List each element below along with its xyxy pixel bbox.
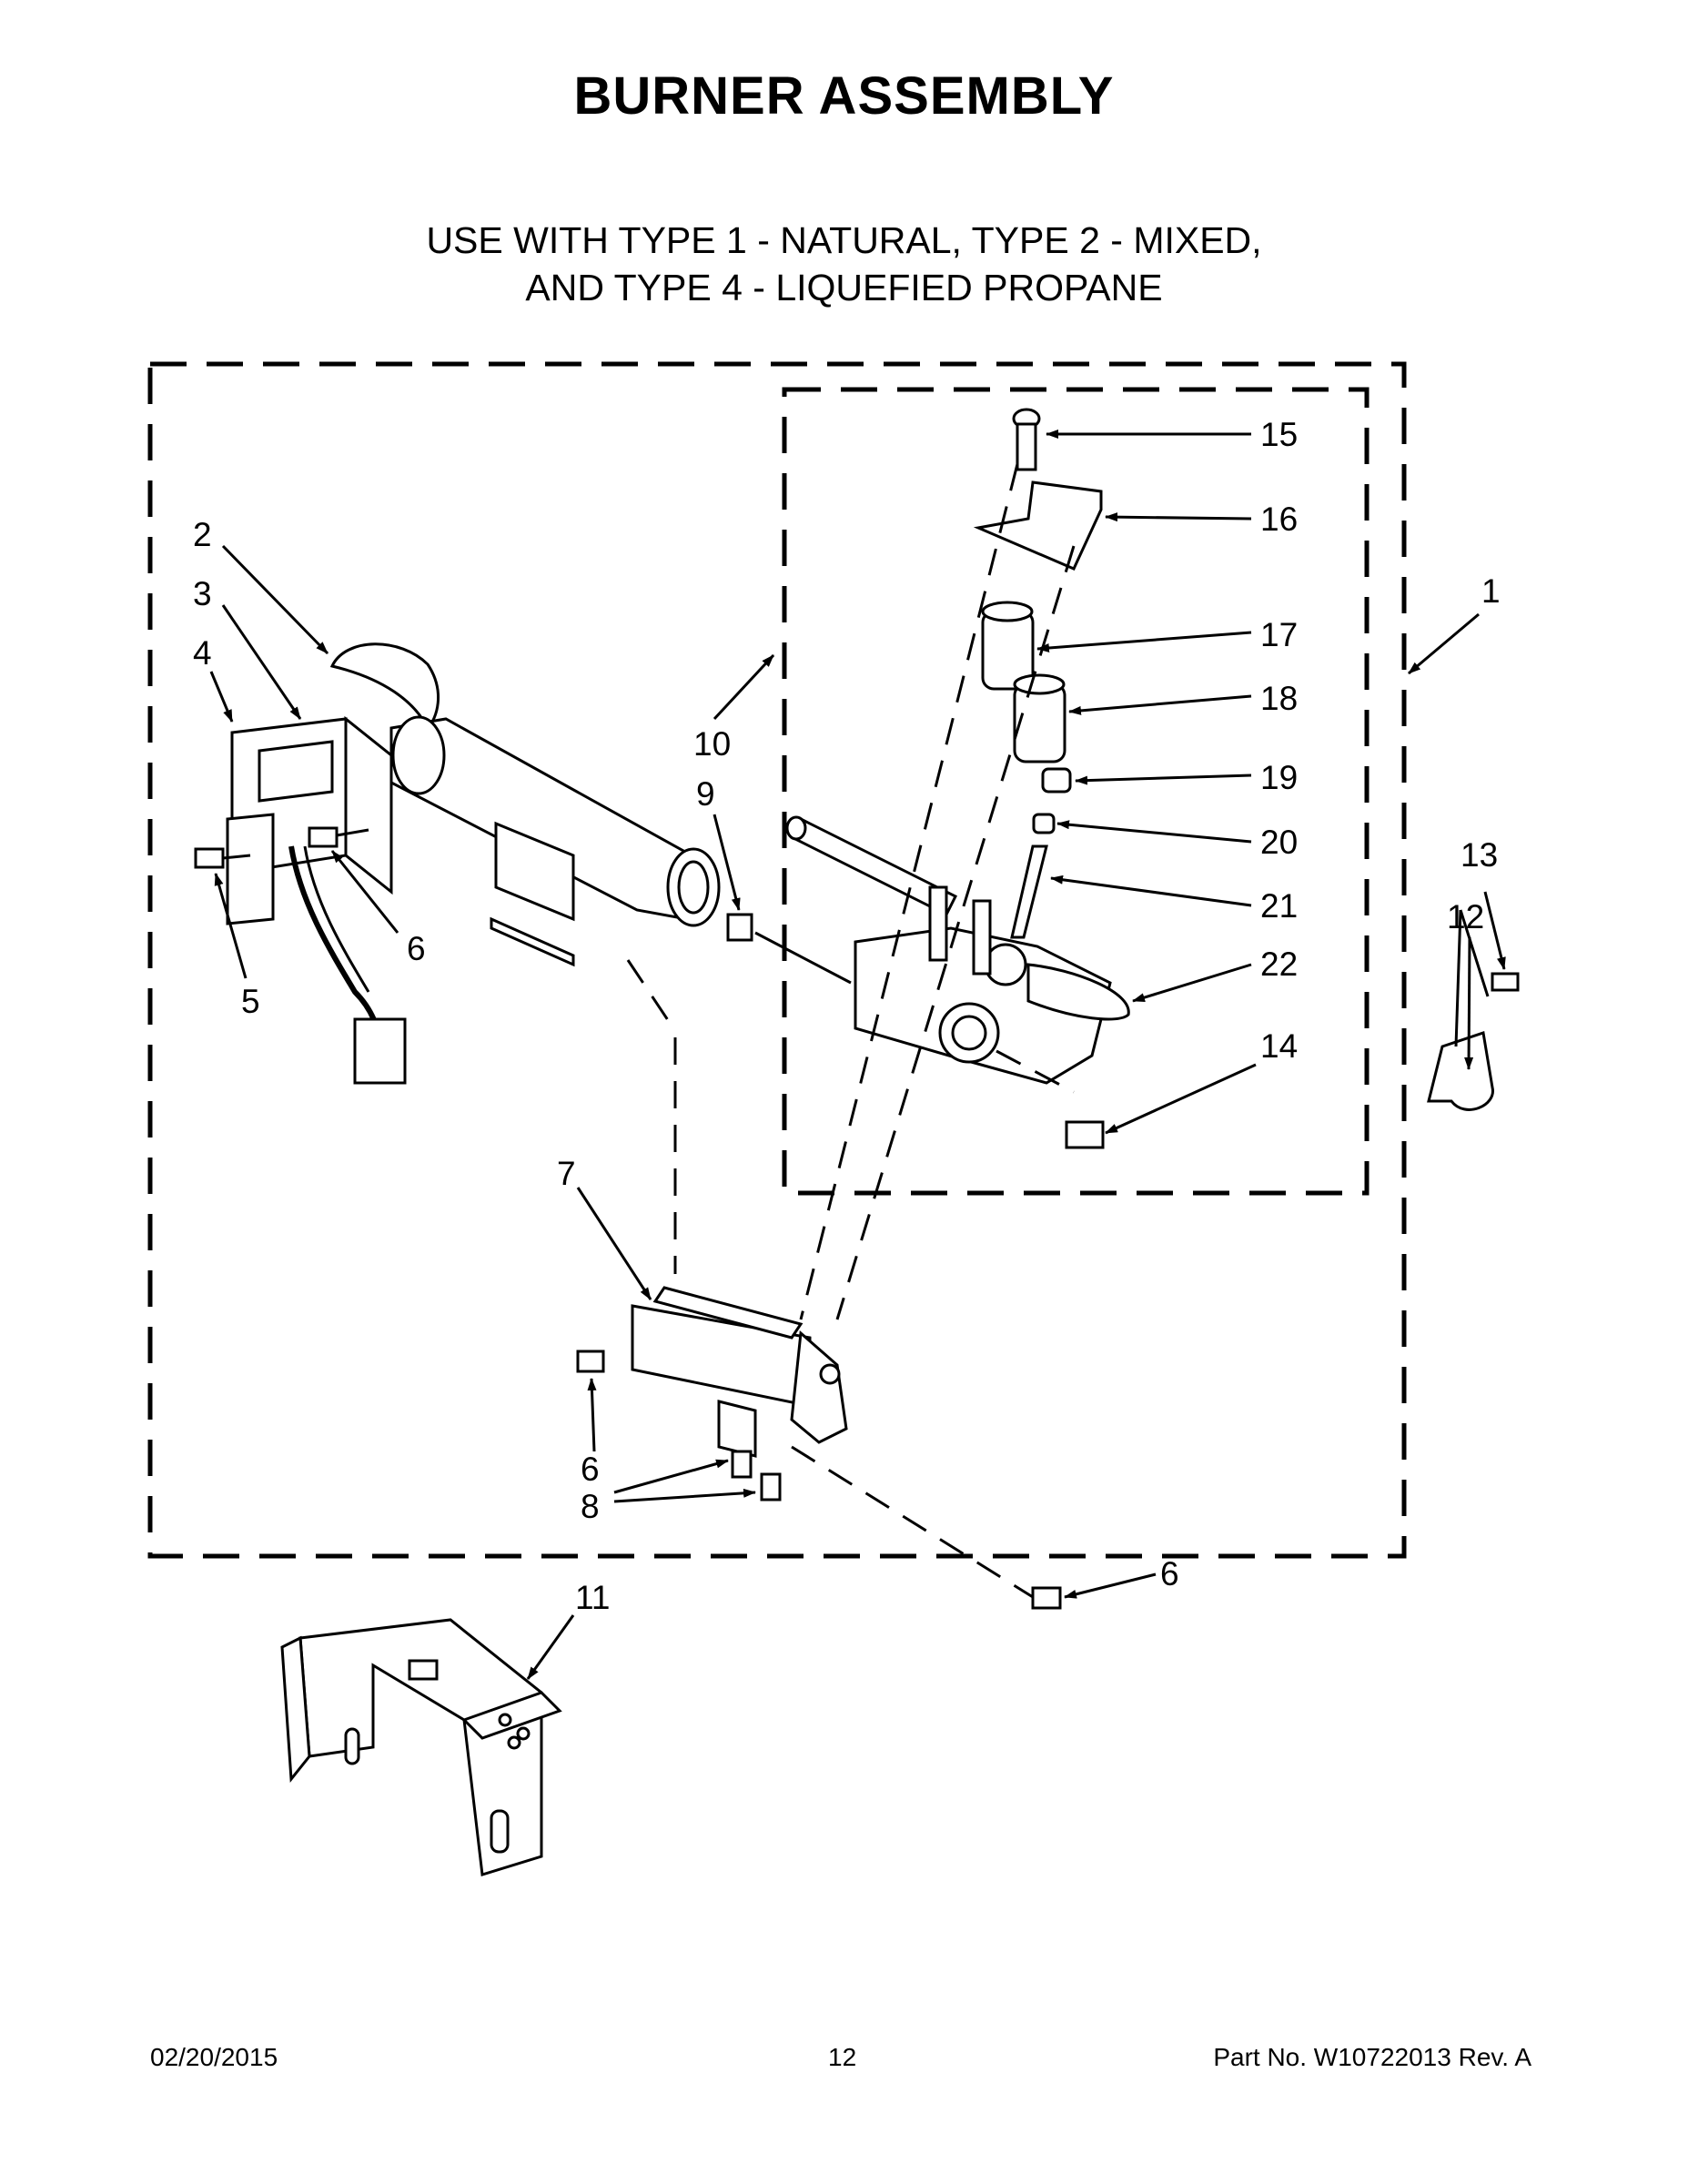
flame-sensor [490,821,575,967]
callout-2: 2 [193,516,212,553]
subtitle-line-1: USE WITH TYPE 1 - NATURAL, TYPE 2 - MIXE… [426,219,1262,261]
callout-14: 14 [1260,1027,1298,1065]
callout-12: 12 [1447,898,1484,935]
plunger-part-20 [1032,813,1056,834]
base-bracket-part-11 [280,1618,562,1876]
footer-part-number: Part No. W10722013 Rev. A [1213,2043,1531,2071]
subtitle-line-2: AND TYPE 4 - LIQUEFIED PROPANE [525,267,1163,308]
callout-11: 11 [575,1579,610,1616]
screw-part-6-upper [308,826,369,848]
page-title: BURNER ASSEMBLY [573,66,1115,126]
spring-part-21 [1010,844,1048,939]
callout-3: 3 [193,575,212,612]
burner-tube [329,642,721,927]
callout-21: 21 [1260,887,1298,925]
callout-17: 17 [1260,616,1298,653]
callout-6-lower: 6 [1160,1555,1179,1592]
screw-part-6-bracket [576,1350,605,1373]
screw-part-5 [194,847,251,869]
burner-bracket-part-7 [631,1286,848,1458]
screw-part-13 [1491,972,1520,992]
connector-part-14 [1065,1120,1105,1149]
orifice-part-9 [726,913,753,942]
callout-7: 7 [557,1155,576,1192]
cap-part-19 [1041,767,1072,794]
callout-20: 20 [1260,824,1298,861]
coil-stack [973,408,1103,939]
callout-15: 15 [1260,416,1298,453]
callout-5: 5 [241,983,260,1020]
leader-lines [209,430,1506,1680]
screw-part-6-lower [1031,1586,1062,1610]
callout-19: 19 [1260,759,1298,796]
valve-assembly-boundary [782,387,1370,1196]
coil-bracket-part-16 [973,480,1103,571]
assembly-guide-lines [626,463,1076,1599]
coil-part-18 [1013,682,1066,763]
callout-6-bracket: 6 [581,1451,600,1488]
valve-posts [928,885,992,976]
callout-8: 8 [581,1488,600,1525]
callout-13: 13 [1461,836,1498,874]
callout-18: 18 [1260,680,1298,717]
footer-page-number: 12 [828,2043,857,2071]
sensor-bracket-part-12 [1427,909,1520,1111]
callout-16: 16 [1260,500,1298,538]
harness-connector [353,1017,407,1085]
callout-6-upper: 6 [407,930,426,967]
gas-valve-body [854,926,1130,1085]
outer-assembly-boundary [147,361,1407,1559]
callout-1: 1 [1481,572,1501,610]
footer-date: 02/20/2015 [150,2043,278,2071]
igniter-wire-harness [288,845,385,1047]
callout-22: 22 [1260,945,1298,983]
callout-9: 9 [696,775,715,813]
callout-10: 10 [693,725,731,763]
callout-4: 4 [193,634,212,672]
screws-part-8 [731,1450,782,1502]
